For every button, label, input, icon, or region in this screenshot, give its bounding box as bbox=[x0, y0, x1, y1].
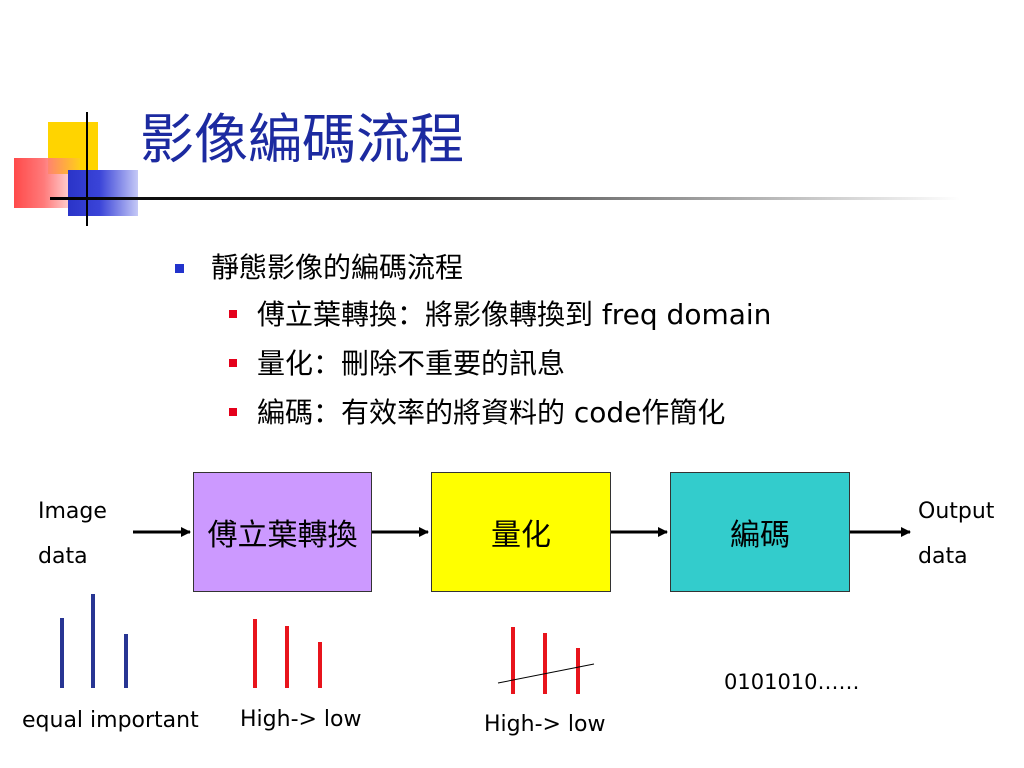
quantization-threshold-line bbox=[497, 663, 595, 684]
slide-title: 影像編碼流程 bbox=[140, 108, 464, 171]
decoration-vertical-line bbox=[86, 112, 88, 226]
caption-high-low-fourier: High-> low bbox=[240, 707, 362, 732]
sub-bullet-square-icon bbox=[229, 408, 237, 416]
caption-high-low-quantized: High-> low bbox=[484, 712, 606, 737]
quantization-box: 量化 bbox=[431, 472, 611, 592]
output-label-line2: data bbox=[918, 544, 968, 569]
sub-bullet-text: 傅立葉轉換：將影像轉換到 freq domain bbox=[257, 298, 772, 331]
weighted-bars bbox=[253, 619, 322, 688]
bullet-main-text: 靜態影像的編碼流程 bbox=[211, 251, 464, 284]
bullet-square-icon bbox=[175, 264, 184, 273]
binary-output-text: 0101010…… bbox=[724, 670, 860, 694]
sub-bullet-square-icon bbox=[229, 310, 237, 318]
quantized-bars bbox=[497, 627, 595, 694]
sub-bullet-text: 編碼：有效率的將資料的 code作簡化 bbox=[257, 396, 726, 429]
fourier-transform-box: 傅立葉轉換 bbox=[193, 472, 372, 592]
sub-bullet-text: 量化：刪除不重要的訊息 bbox=[257, 347, 566, 380]
input-label-line2: data bbox=[38, 544, 88, 569]
input-label-line1: Image bbox=[38, 499, 107, 524]
equal-bars bbox=[60, 594, 128, 688]
caption-equal-important: equal important bbox=[22, 708, 199, 733]
sub-bullet-square-icon bbox=[229, 359, 237, 367]
output-label-line1: Output bbox=[918, 499, 995, 524]
coding-box: 編碼 bbox=[670, 472, 850, 592]
title-underline bbox=[50, 197, 960, 200]
decoration-blue-square bbox=[68, 170, 138, 216]
